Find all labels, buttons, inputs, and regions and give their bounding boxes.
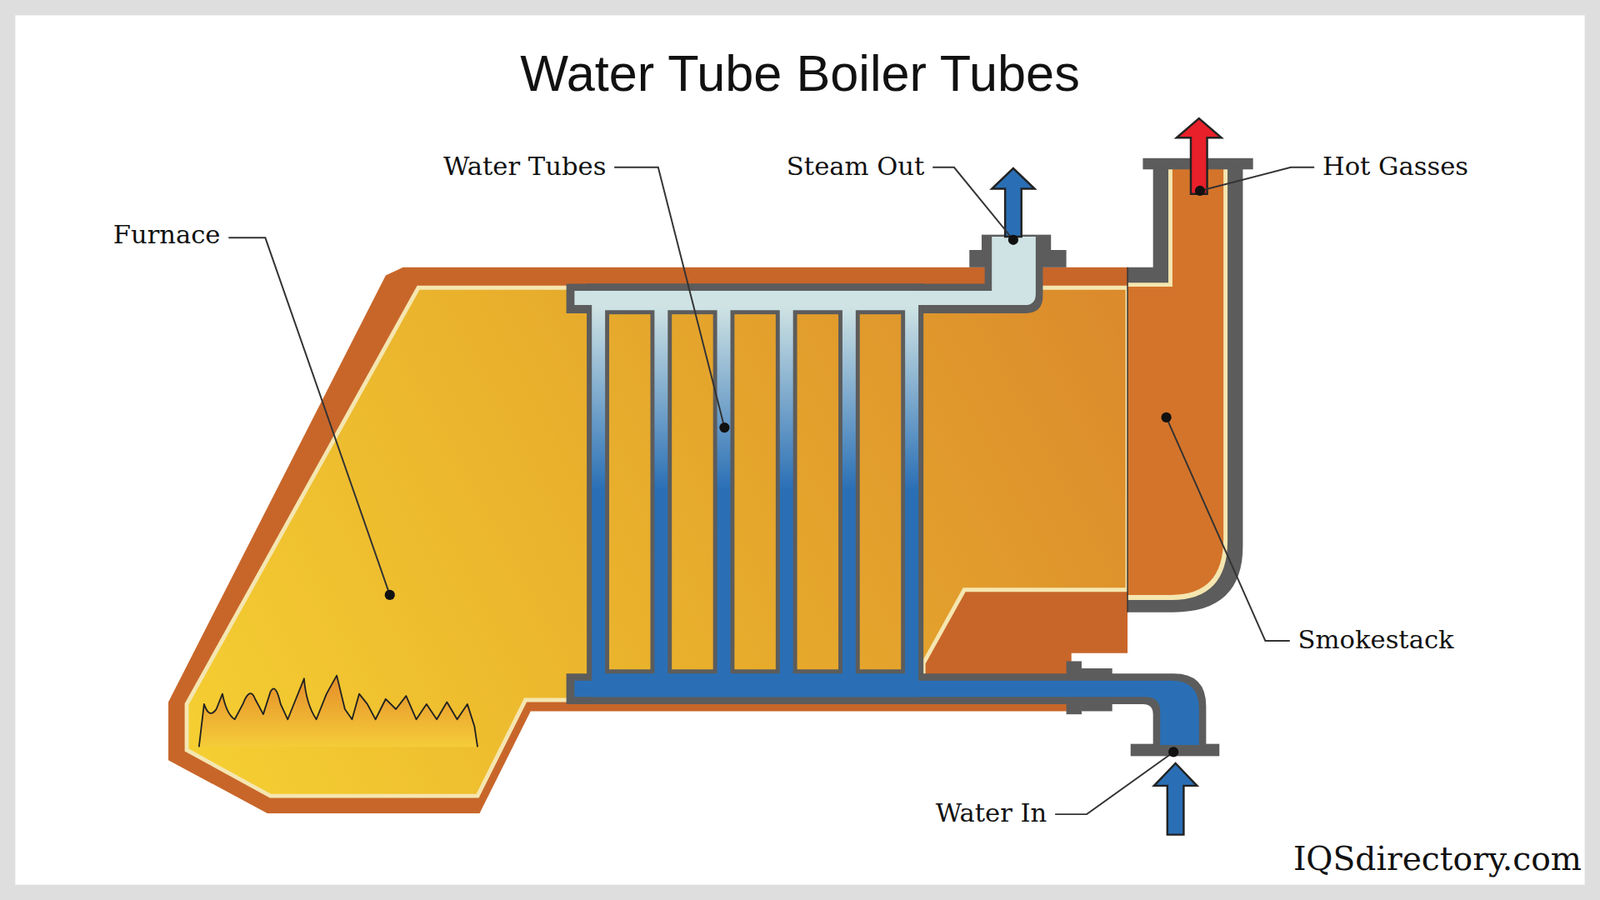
drawing-rect bbox=[671, 314, 713, 670]
drawing-circle bbox=[1160, 412, 1171, 423]
drawing-path bbox=[199, 675, 478, 748]
drawing-rect bbox=[734, 314, 775, 670]
drawing-line bbox=[1126, 267, 1128, 613]
leader-lines bbox=[228, 167, 1315, 815]
watermark: IQSdirectory.com bbox=[1293, 840, 1582, 878]
drawing-polygon bbox=[1154, 763, 1197, 835]
water-tubes bbox=[566, 236, 1207, 745]
drawing-path bbox=[199, 675, 478, 748]
diagram-title: Water Tube Boiler Tubes bbox=[0, 45, 1600, 104]
part-label: Water Tubes bbox=[443, 152, 606, 182]
panel bbox=[15, 15, 1585, 885]
part-label: Hot Gasses bbox=[1322, 152, 1469, 182]
drawing-rect bbox=[586, 283, 924, 704]
part-label: Steam Out bbox=[786, 152, 925, 182]
drawing-polygon bbox=[991, 168, 1035, 237]
drawing-rect bbox=[793, 310, 843, 674]
drawing-polyline bbox=[1166, 417, 1290, 641]
drawing-rect bbox=[667, 310, 717, 674]
drawing-polyline bbox=[1200, 167, 1315, 191]
smokestack bbox=[1127, 158, 1254, 613]
drawing-rect bbox=[609, 314, 650, 670]
part-label: Smokestack bbox=[1298, 625, 1455, 655]
drawing-circle bbox=[719, 422, 730, 433]
drawing-circle bbox=[385, 590, 395, 600]
drawing-polyline bbox=[228, 237, 390, 595]
drawing-polyline bbox=[614, 167, 725, 428]
drawing-path bbox=[1127, 168, 1243, 613]
drawing-rect bbox=[591, 290, 919, 697]
flames bbox=[199, 675, 478, 748]
drawing-rect bbox=[797, 314, 839, 670]
part-label: Water In bbox=[935, 800, 1048, 830]
drawing-polyline bbox=[932, 167, 1014, 240]
drawing-circle bbox=[1195, 185, 1205, 196]
drawing-polyline bbox=[1055, 751, 1174, 815]
drawing-path bbox=[168, 267, 1128, 814]
drawing-path bbox=[1127, 168, 1228, 600]
drawing-path bbox=[1127, 168, 1224, 595]
flow-arrows bbox=[991, 118, 1222, 835]
part-label: Furnace bbox=[113, 220, 221, 250]
drawing-rect bbox=[860, 314, 901, 670]
drawing-polygon bbox=[1176, 118, 1222, 195]
drawing-rect bbox=[605, 310, 655, 674]
housing bbox=[168, 267, 1128, 814]
drawing-circle bbox=[1008, 235, 1019, 245]
drawing-rect bbox=[855, 310, 905, 674]
drawing-rect bbox=[730, 310, 780, 674]
drawing-path bbox=[186, 287, 1128, 796]
leader-dots bbox=[385, 185, 1205, 758]
drawing-circle bbox=[1168, 746, 1179, 757]
